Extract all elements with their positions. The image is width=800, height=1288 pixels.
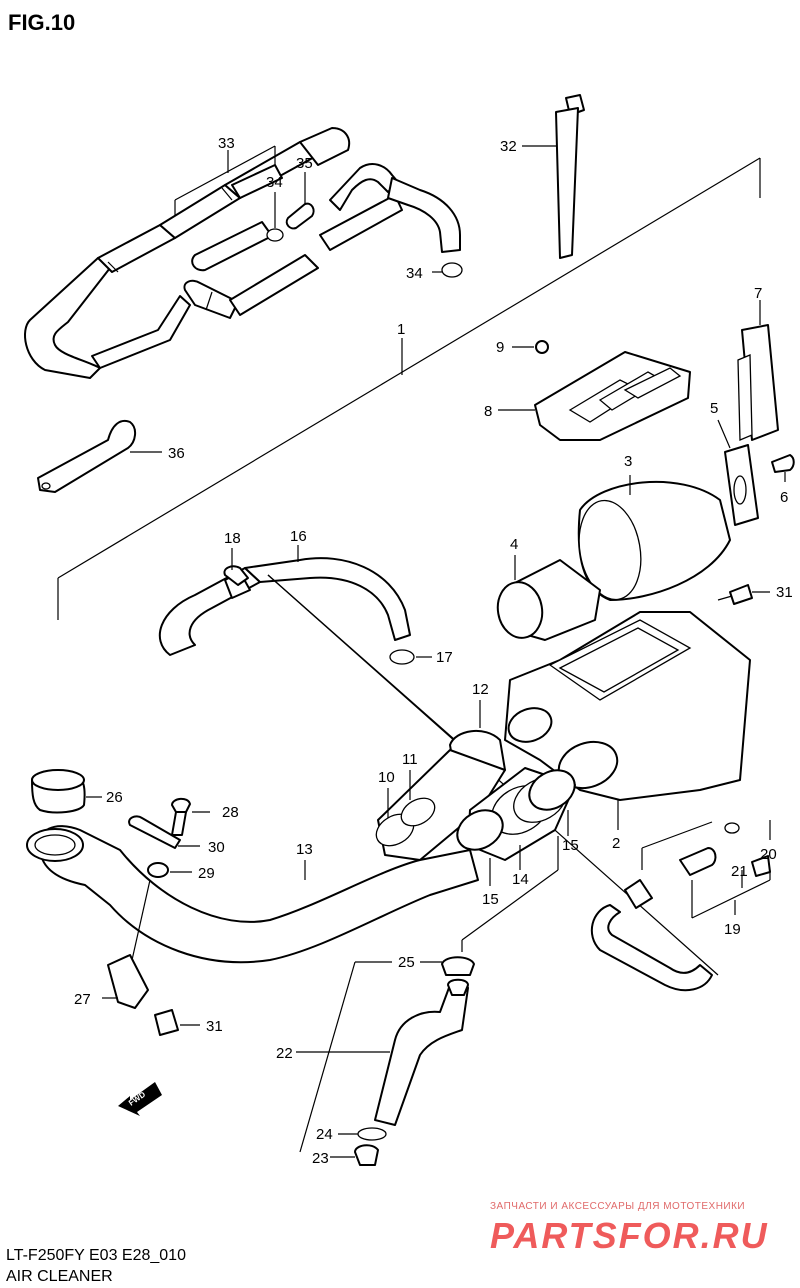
leader-29-27 [131, 879, 151, 961]
callout-34-lower: 34 [406, 265, 423, 282]
callout-13: 13 [296, 841, 313, 858]
bolt-31-upper [717, 584, 770, 605]
model-code: LT-F250FY E03 E28_010 [6, 1247, 186, 1264]
clip-17 [389, 649, 432, 665]
drain-hose-right [590, 820, 771, 992]
callout-16: 16 [290, 528, 307, 545]
leader-lines-25 [461, 836, 559, 952]
element-cover-8 [498, 351, 691, 441]
figure-caption: AIR CLEANER [6, 1268, 113, 1285]
bolt-6 [771, 454, 795, 482]
callout-27: 27 [74, 991, 91, 1008]
callout-30: 30 [208, 839, 225, 856]
callout-6: 6 [780, 489, 788, 506]
drain-hose-22 [296, 978, 469, 1126]
callout-2: 2 [612, 835, 620, 852]
callout-24: 24 [316, 1126, 333, 1143]
callout-21: 21 [731, 863, 748, 880]
callout-8: 8 [484, 403, 492, 420]
mounting-bracket-36 [37, 420, 162, 493]
clamp-25 [420, 956, 475, 976]
bracket-19 [691, 870, 771, 919]
callout-15-lower: 15 [482, 891, 499, 908]
callout-12: 12 [472, 681, 489, 698]
breather-plug [285, 172, 315, 230]
bracket-33 [174, 145, 276, 215]
bolt-28 [171, 797, 210, 836]
callout-1: 1 [397, 321, 405, 338]
air-cleaner-case-2 [504, 611, 751, 830]
callout-36: 36 [168, 445, 185, 462]
screw-9 [512, 340, 549, 354]
callout-31-lower: 31 [206, 1018, 223, 1035]
callout-35: 35 [296, 155, 313, 172]
watermark: ЗАПЧАСТИ И АКСЕССУАРЫ ДЛЯ МОТОТЕХНИКИ PA… [490, 1201, 769, 1256]
callout-32: 32 [500, 138, 517, 155]
callout-19: 19 [724, 921, 741, 938]
callout-3: 3 [624, 453, 632, 470]
plate-5 [717, 419, 759, 526]
callout-9: 9 [496, 339, 504, 356]
callout-20: 20 [760, 846, 777, 863]
callout-18: 18 [224, 530, 241, 547]
washer-29 [147, 862, 192, 878]
hose-clip-34-lower [432, 262, 463, 278]
bracket-22-25 [299, 961, 392, 1153]
watermark-brand: PARTSFOR.RU [490, 1215, 769, 1256]
cap-23 [330, 1144, 379, 1166]
air-filter-element-3 [577, 475, 731, 601]
bracket-27 [102, 954, 149, 1009]
bracket-30 [128, 815, 200, 849]
callout-14: 14 [512, 871, 529, 888]
drain-hose-16 [158, 545, 411, 656]
clamp-18 [223, 548, 249, 586]
watermark-tagline: ЗАПЧАСТИ И АКСЕССУАРЫ ДЛЯ МОТОТЕХНИКИ [490, 1201, 745, 1212]
clamp-15-lower [456, 809, 504, 886]
breather-hose-assembly [24, 127, 461, 379]
callout-7: 7 [754, 285, 762, 302]
intake-joint-10-11 [375, 749, 506, 861]
callout-26: 26 [106, 789, 123, 806]
callouts: 1 2 3 4 5 6 7 8 9 10 11 12 13 14 15 15 1… [74, 135, 793, 1167]
callout-10: 10 [378, 769, 395, 786]
intake-pipe-13 [26, 825, 479, 964]
callout-28: 28 [222, 804, 239, 821]
callout-25: 25 [398, 954, 415, 971]
callout-23: 23 [312, 1150, 329, 1167]
assembly-bracket-1 [57, 157, 761, 620]
inner-element-4 [496, 555, 601, 641]
cable-tie [522, 94, 585, 259]
callout-11: 11 [402, 751, 418, 768]
hose-clip-34-upper [266, 192, 284, 242]
grommet-26 [31, 769, 102, 814]
callout-34-upper: 34 [266, 174, 283, 191]
callout-17: 17 [436, 649, 453, 666]
retainer-7 [737, 300, 779, 441]
figure-title: FIG.10 [8, 10, 75, 35]
forward-arrow-icon: FWD [118, 1082, 162, 1116]
callout-5: 5 [710, 400, 718, 417]
callout-4: 4 [510, 536, 518, 553]
bolt-31-lower [154, 1009, 200, 1036]
callout-29: 29 [198, 865, 215, 882]
callout-22: 22 [276, 1045, 293, 1062]
callout-15-upper: 15 [562, 837, 579, 854]
clip-24 [338, 1127, 387, 1141]
callout-33: 33 [218, 135, 235, 152]
clamp-15-upper [528, 769, 576, 836]
callout-31-upper: 31 [776, 584, 793, 601]
